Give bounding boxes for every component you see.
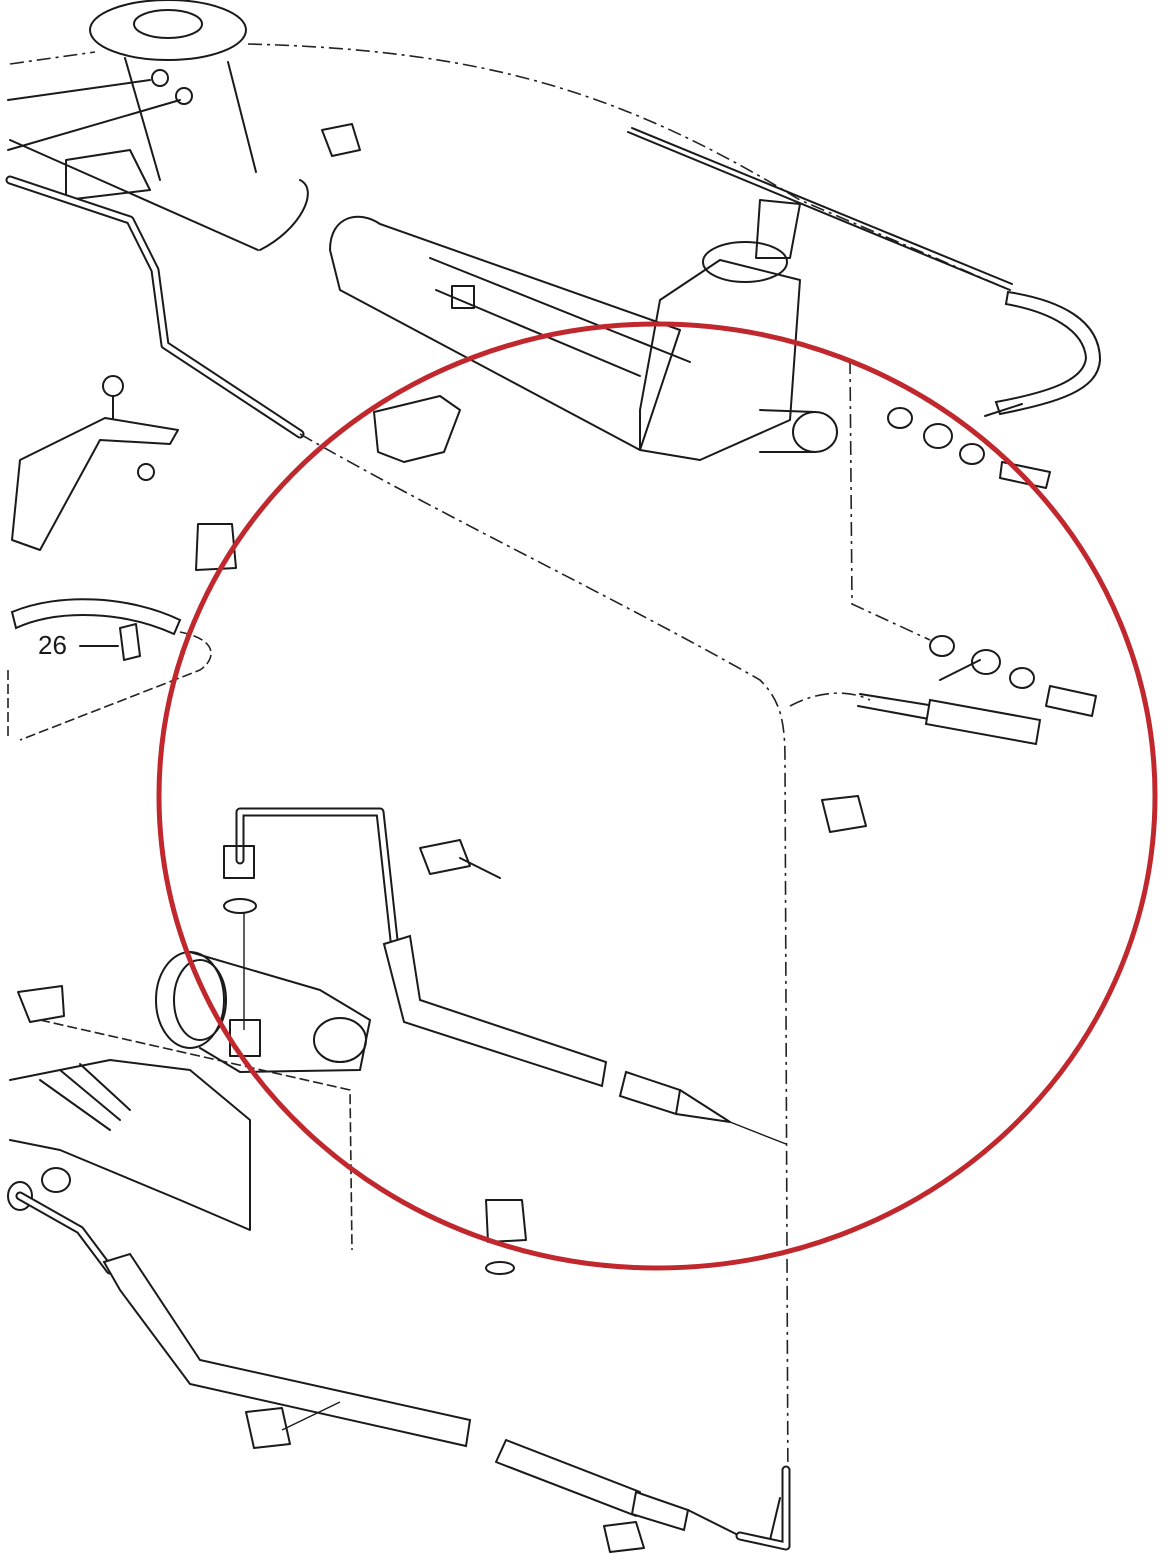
highlight-circle [156,321,1158,1271]
clip-parts [17,123,867,1553]
power-steering-pump [155,951,371,1073]
mounting-bracket [11,375,179,551]
banjo-fittings [857,407,1097,746]
reservoir-assembly [7,0,309,251]
callout-label-26: 26 [38,630,67,660]
steering-rack [329,199,838,461]
lower-assembly [7,1019,353,1251]
